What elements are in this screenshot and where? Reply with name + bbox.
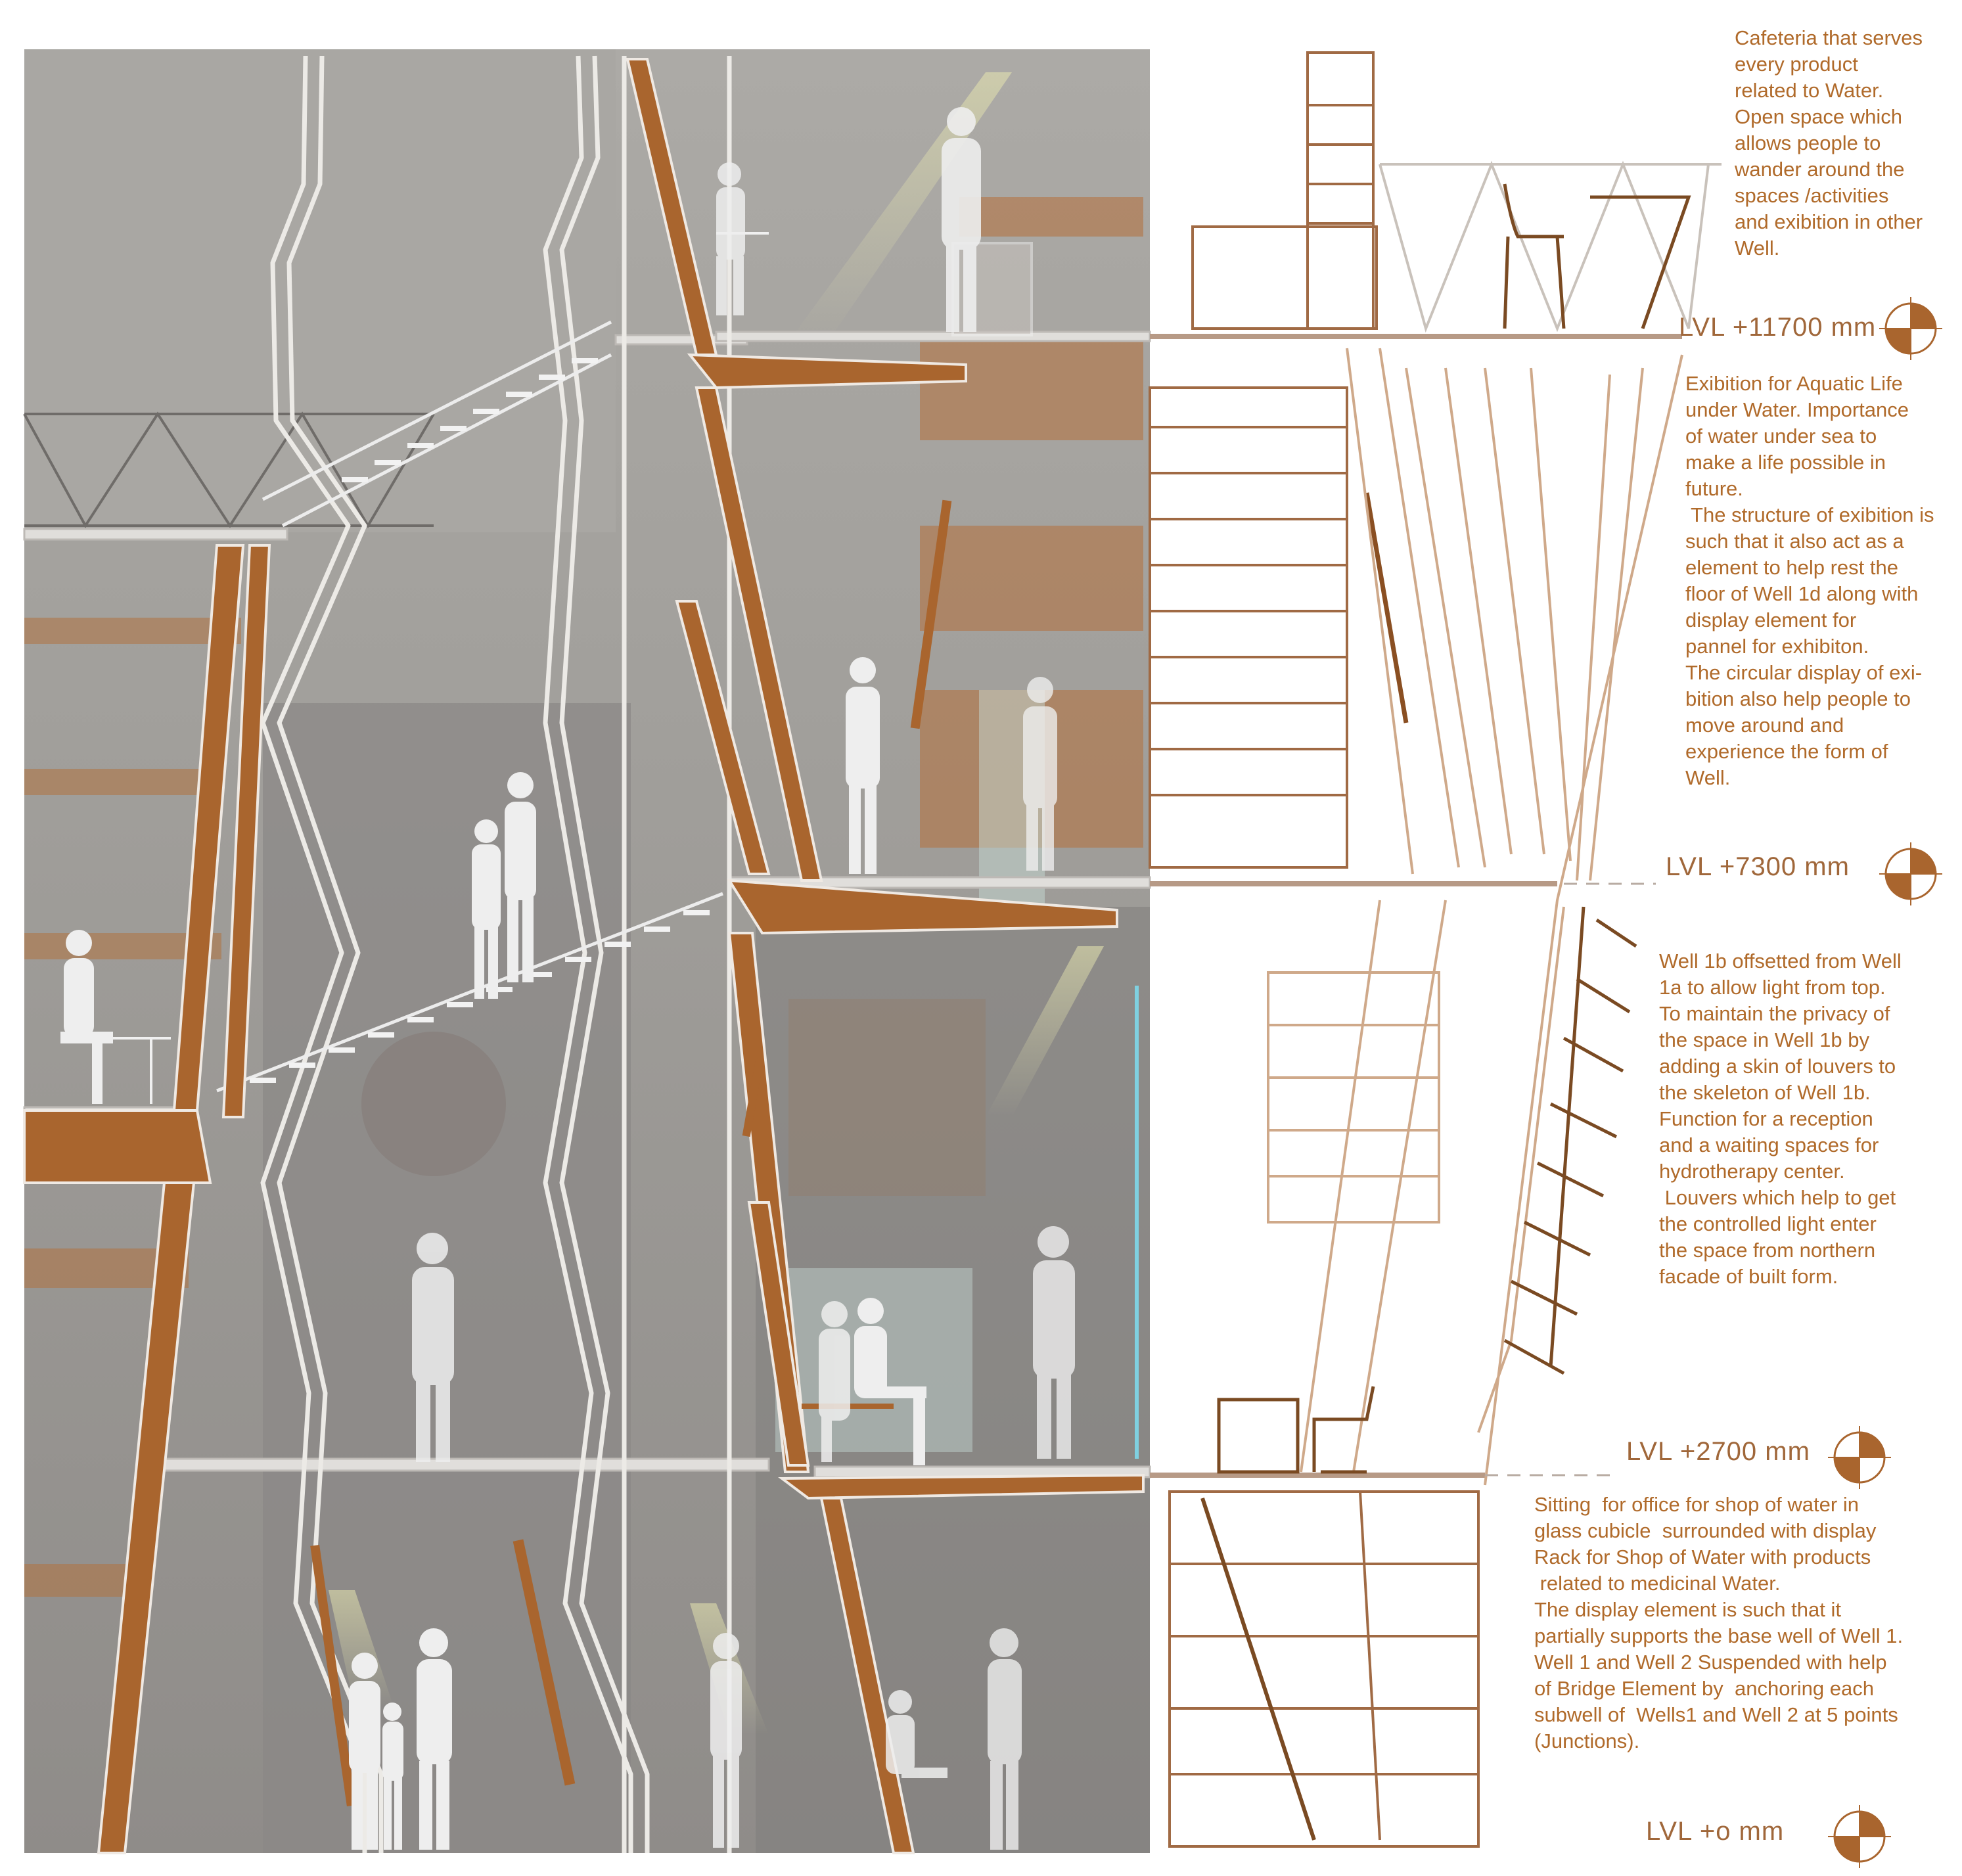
note-line: display element for [1685, 608, 1857, 631]
note-line: related to Water. [1735, 79, 1884, 102]
person-silhouette [472, 819, 501, 999]
person-silhouette [60, 930, 113, 1104]
note-line: Well. [1685, 766, 1731, 789]
exhibition-panels [1149, 386, 1348, 869]
stair-treads [250, 358, 710, 1083]
note-line: the space from northern [1659, 1239, 1876, 1262]
person-silhouette [942, 107, 981, 332]
note-line: move around and [1685, 714, 1844, 737]
cafeteria-truss [1379, 160, 1722, 333]
note-line: hydrotherapy center. [1659, 1160, 1845, 1183]
level-lines [1485, 882, 1656, 1476]
note-line: bition also help people to [1685, 687, 1911, 710]
note-line: To maintain the privacy of [1659, 1002, 1890, 1025]
note-line: the space in Well 1b by [1659, 1028, 1869, 1051]
person-silhouette [1033, 1226, 1075, 1459]
note-line: The display element is such that it [1534, 1598, 1841, 1621]
person-silhouette [819, 1301, 850, 1462]
shop-display-racks [1168, 1490, 1480, 1848]
person-silhouette [854, 1298, 926, 1465]
line-drawing-section [1149, 51, 1722, 1848]
louvers [1503, 906, 1637, 1375]
staircase [216, 320, 723, 1093]
note-line: adding a skin of louvers to [1659, 1055, 1896, 1078]
person-silhouette [1023, 677, 1057, 871]
level-label-7300: LVL +7300 mm [1666, 852, 1850, 881]
person-silhouette [382, 1703, 403, 1850]
note-line: subwell of Wells1 and Well 2 at 5 points [1534, 1703, 1898, 1726]
note-line: Well. [1735, 237, 1780, 260]
note-line: (Junctions). [1534, 1729, 1640, 1752]
top-storage-rack [1191, 51, 1378, 330]
note-line: Exibition for Aquatic Life [1685, 372, 1903, 395]
line-section-floors [1150, 334, 1682, 1478]
note-line: the controlled light enter [1659, 1212, 1877, 1235]
reception-blocks [1267, 971, 1440, 1224]
human-silhouettes [60, 107, 1075, 1850]
level-marker [1828, 1426, 1891, 1489]
light-cone [986, 946, 1104, 1117]
level-label-11700: LVL +11700 mm [1679, 313, 1877, 342]
note-well1b: Well 1b offsetted from Well 1a to allow … [1659, 948, 1902, 1290]
note-line: of Bridge Element by anchoring each [1534, 1677, 1874, 1700]
person-silhouette [417, 1628, 452, 1850]
person-silhouette [349, 1653, 380, 1850]
note-line: Louvers which help to get [1659, 1186, 1896, 1209]
rendered-section [23, 49, 1151, 1854]
person-silhouette [412, 1233, 454, 1462]
small-timber-posts [310, 499, 952, 1807]
note-line: Cafeteria that serves [1735, 26, 1923, 49]
note-line: allows people to [1735, 131, 1881, 154]
note-line: and a waiting spaces for [1659, 1133, 1879, 1156]
note-line: make a life possible in [1685, 451, 1886, 474]
tapering-well-outlines [1300, 348, 1683, 1486]
note-line: under Water. Importance [1685, 398, 1909, 421]
level-marker [1879, 297, 1942, 360]
office-desk-chair [1217, 1386, 1375, 1474]
note-line: glass cubicle surrounded with display [1534, 1519, 1877, 1542]
note-line: The structure of exibition is [1685, 503, 1934, 526]
note-line: spaces /activities [1735, 184, 1889, 207]
note-line: wander around the [1735, 158, 1905, 181]
level-label-2700: LVL +2700 mm [1626, 1437, 1810, 1466]
cafeteria-furniture [1503, 183, 1691, 329]
person-silhouette [988, 1628, 1022, 1850]
note-line: related to medicinal Water. [1534, 1572, 1781, 1595]
note-line: Rack for Shop of Water with products [1534, 1545, 1871, 1568]
note-line: future. [1685, 477, 1743, 500]
note-line: The circular display of exi- [1685, 661, 1923, 684]
note-line: partially supports the base well of Well… [1534, 1624, 1904, 1647]
note-line: Open space which [1735, 105, 1903, 128]
note-line: the skeleton of Well 1b. [1659, 1081, 1871, 1104]
note-line: Sitting for office for shop of water in [1534, 1493, 1859, 1516]
note-line: experience the form of [1685, 740, 1888, 763]
note-line: and exibition in other [1735, 210, 1923, 233]
note-sitting: Sitting for office for shop of water in … [1534, 1492, 1903, 1754]
exhibition-stand [1364, 492, 1409, 723]
person-silhouette [846, 657, 880, 874]
light-cone [329, 1590, 394, 1708]
note-line: element to help rest the [1685, 556, 1898, 579]
note-line: 1a to allow light from top. [1659, 976, 1886, 999]
level-marker [1828, 1805, 1891, 1868]
note-line: of water under sea to [1685, 424, 1877, 447]
note-exibition: Exibition for Aquatic Life under Water. … [1685, 371, 1934, 791]
note-line: Well 1b offsetted from Well [1659, 949, 1902, 972]
level-marker [1879, 842, 1942, 905]
note-line: Function for a reception [1659, 1107, 1873, 1130]
note-line: floor of Well 1d along with [1685, 582, 1919, 605]
note-line: facade of built form. [1659, 1265, 1838, 1288]
person-silhouette [710, 1633, 742, 1848]
level-label-0: LVL +o mm [1646, 1817, 1785, 1846]
person-silhouette [716, 162, 745, 315]
note-line: every product [1735, 53, 1858, 76]
note-line: Well 1 and Well 2 Suspended with help [1534, 1651, 1887, 1674]
note-line: pannel for exhibiton. [1685, 635, 1869, 658]
person-silhouette [505, 772, 536, 982]
note-cafeteria: Cafeteria that serves every product rela… [1735, 25, 1923, 262]
person-silhouette [886, 1690, 947, 1778]
note-line: such that it also act as a [1685, 530, 1904, 553]
timber-well-frames [23, 58, 1145, 1854]
